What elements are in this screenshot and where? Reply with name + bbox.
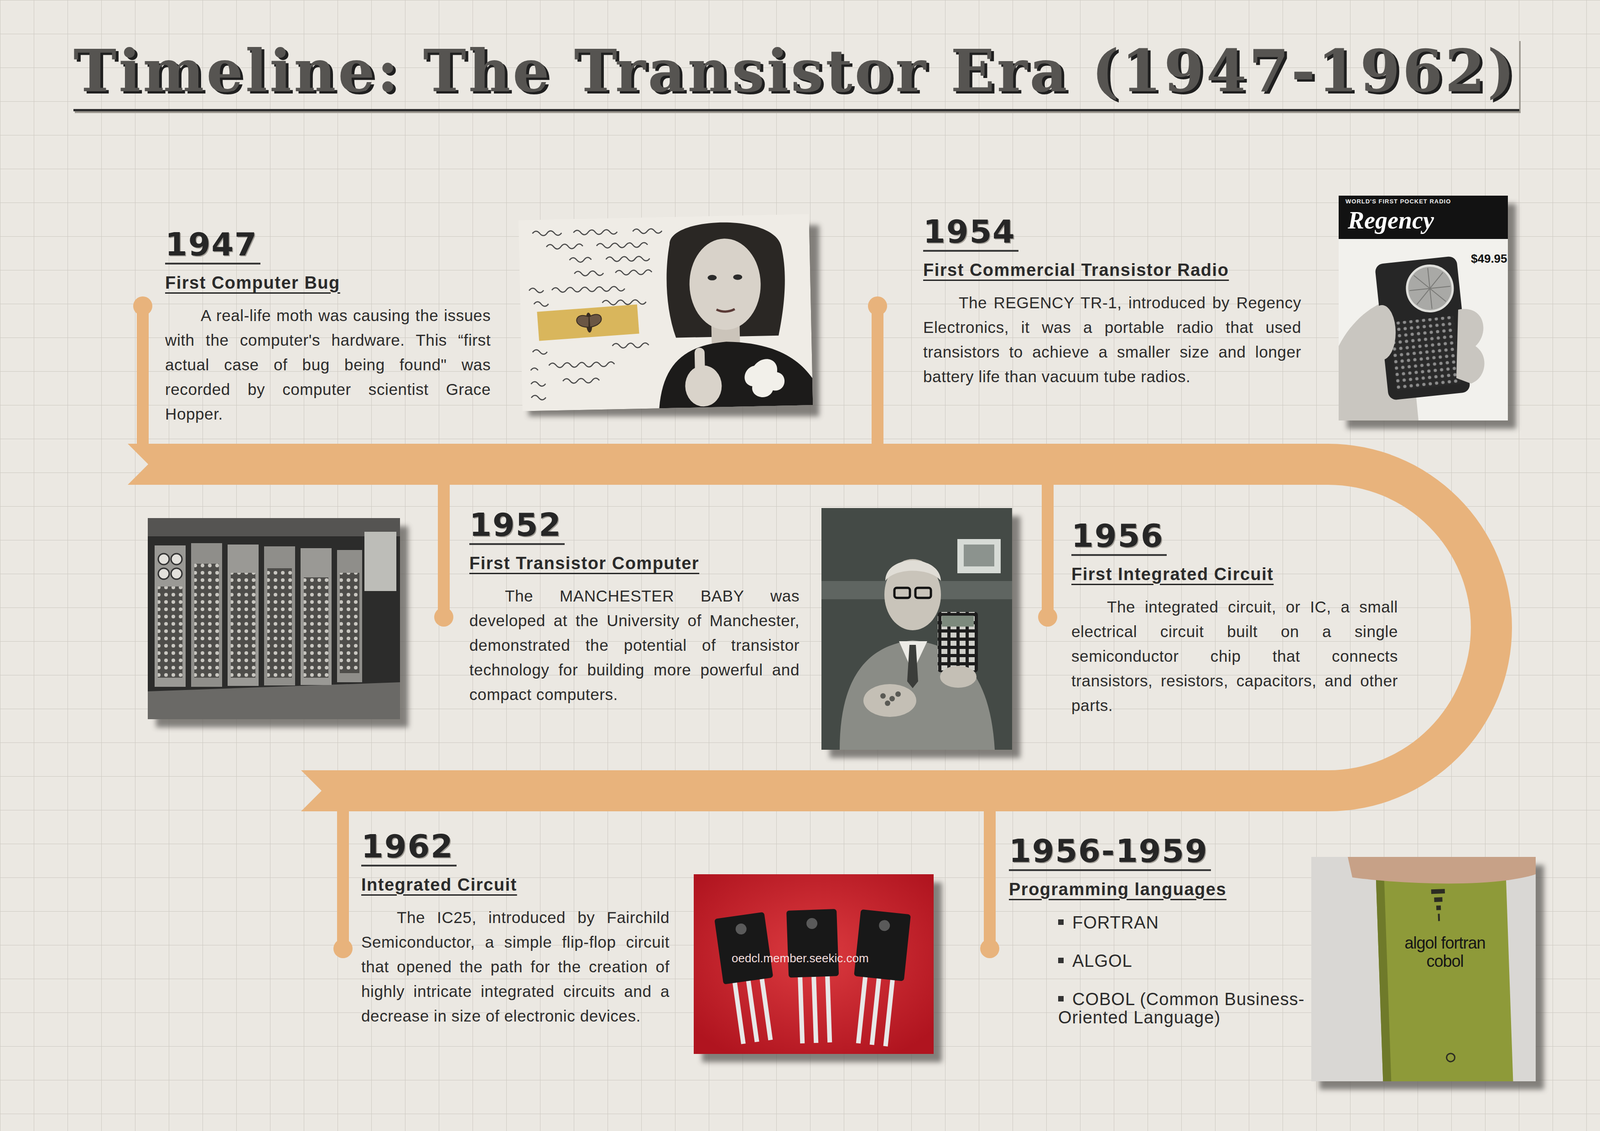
title-bar: Timeline: The Transistor Era (1947-1962) [73, 39, 1520, 112]
moth-tape [536, 304, 639, 342]
manchester-photo [147, 518, 400, 720]
event-heading: First Commercial Transistor Radio [923, 259, 1302, 281]
book [1376, 872, 1514, 1082]
transistor [846, 909, 911, 1048]
timeline-event: 1947First Computer Bug A real-life moth w… [165, 228, 491, 427]
list-item: COBOL (Common Business-Oriented Language… [1008, 990, 1308, 1027]
event-heading: First Transistor Computer [469, 553, 800, 575]
brand-name: Regency [1347, 206, 1434, 235]
transistor-photo [693, 874, 934, 1055]
timeline-event: 1954First Commercial Transistor RadioThe… [923, 215, 1302, 390]
event-description: The MANCHESTER BABY was developed at the… [469, 583, 800, 707]
transistor [714, 912, 782, 1046]
event-description: The IC25, introduced by Fairchild Semico… [361, 905, 670, 1029]
event-year: 1956 [1071, 519, 1167, 556]
timeline-event: 1952First Transistor ComputerThe MANCHES… [469, 508, 800, 707]
book-photo [1311, 857, 1536, 1097]
event-description: A real-life moth was causing the issues … [165, 303, 491, 427]
hopper-photo [518, 213, 814, 411]
event-year: 1954 [923, 215, 1019, 252]
event-description: The integrated circuit, or IC, a small e… [1071, 594, 1398, 718]
watermark: oedcl.member.seekic.com [731, 951, 869, 966]
transistor [786, 909, 842, 1045]
list-item: ALGOL [1008, 951, 1308, 971]
event-heading: First Computer Bug [165, 272, 491, 294]
book-title: algol fortran cobol [1394, 934, 1496, 971]
kilby-photo [821, 508, 1013, 750]
ad-tagline: WORLD'S FIRST POCKET RADIO [1345, 197, 1451, 205]
timeline-event: 1962Integrated CircuitThe IC25, introduc… [361, 830, 670, 1029]
event-year: 1947 [165, 228, 261, 265]
event-year: 1952 [469, 508, 565, 546]
timeline-event: 1956-1959Programming languagesFORTRAN ALG… [1008, 834, 1308, 1027]
event-description: The REGENCY TR-1, introduced by Regency … [923, 290, 1302, 390]
regency-ad [1338, 195, 1508, 421]
price-tag: $49.95 [1470, 251, 1508, 266]
list-item: FORTRAN [1008, 913, 1308, 932]
event-heading: Integrated Circuit [361, 874, 670, 896]
racks [154, 543, 363, 687]
timeline-ribbon [127, 443, 1512, 812]
page-title: Timeline: The Transistor Era (1947-1962) [73, 39, 1517, 103]
event-year: 1956-1959 [1008, 834, 1211, 872]
notebook-writing [527, 228, 666, 400]
event-heading: First Integrated Circuit [1071, 564, 1398, 586]
timeline-event: 1956First Integrated CircuitThe integrat… [1071, 519, 1398, 718]
event-heading: Programming languages [1008, 879, 1308, 901]
event-year: 1962 [361, 830, 457, 867]
